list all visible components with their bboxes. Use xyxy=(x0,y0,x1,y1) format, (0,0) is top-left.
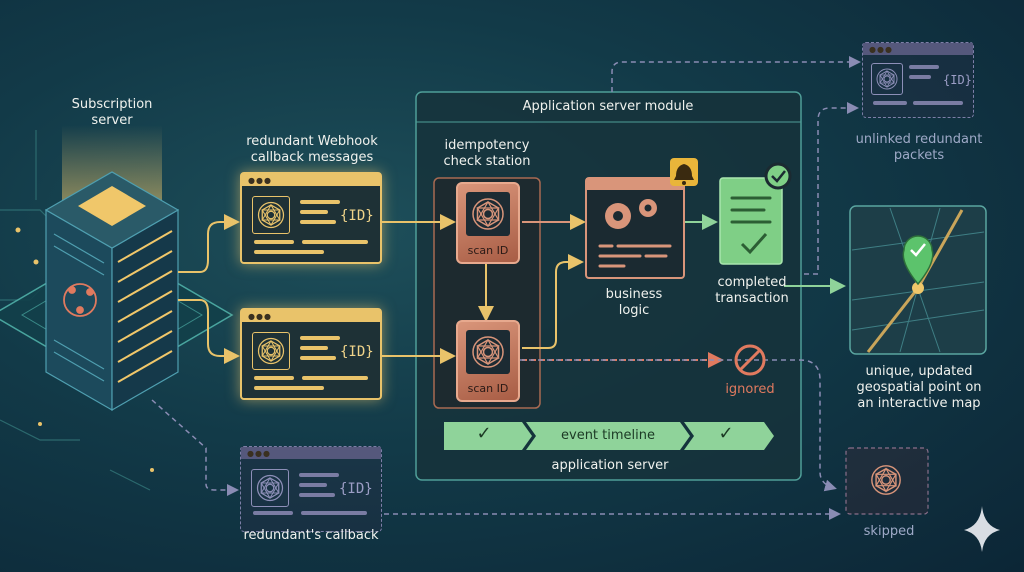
unlinked-packet-card: ●●● {ID} xyxy=(862,42,974,118)
prohibited-icon xyxy=(734,344,766,376)
map-label: unique, updated geospatial point on an i… xyxy=(856,364,982,411)
map-panel xyxy=(849,205,987,355)
webhook-message-card-1: ●●● {ID} xyxy=(240,172,382,264)
checkmark-icon xyxy=(740,233,768,255)
id-text: {ID} xyxy=(943,73,972,87)
completed-document xyxy=(719,162,792,265)
skipped-box xyxy=(845,447,929,515)
timeline-check-1: ✓ xyxy=(476,423,492,444)
module-title: Application server module xyxy=(522,99,694,114)
webhook-messages-label: redundant Webhook callback messages xyxy=(246,134,378,165)
module-footer-label: application server xyxy=(551,458,669,473)
id-text: {ID} xyxy=(339,481,373,497)
business-logic-label: business logic xyxy=(605,287,663,318)
scan-station-2: scan ID xyxy=(456,320,520,402)
server-icon xyxy=(44,171,180,412)
arrow-ignored-to-skipped xyxy=(520,359,837,492)
id-text: {ID} xyxy=(340,344,374,360)
scan-station-1: scan ID xyxy=(456,182,520,264)
check-station-label: idempotency check station xyxy=(443,138,531,169)
completed-transaction-label: completed transaction xyxy=(715,275,789,306)
id-text: {ID} xyxy=(340,208,374,224)
lattice-icon xyxy=(871,63,903,95)
redundant-callback-card: ●●● {ID} xyxy=(240,446,382,532)
lattice-icon xyxy=(251,469,289,507)
sparkle-icon xyxy=(964,506,1000,552)
bell-icon xyxy=(670,158,698,186)
lattice-icon xyxy=(472,198,504,230)
redundant-callback-label: redundant's callback xyxy=(243,528,379,543)
webhook-message-card-2: ●●● {ID} xyxy=(240,308,382,400)
scan-label: scan ID xyxy=(467,382,509,395)
arrow-module-to-unlinked xyxy=(611,56,861,92)
timeline-label: event timeline xyxy=(561,428,655,443)
scan-label: scan ID xyxy=(467,244,509,257)
window-dots-icon: ●●● xyxy=(248,176,272,185)
arrow-server-to-callback xyxy=(151,399,239,496)
timeline-check-2: ✓ xyxy=(718,423,734,444)
business-logic-window xyxy=(585,177,685,279)
lattice-icon xyxy=(472,336,504,368)
api-logo-icon xyxy=(63,283,97,317)
gear-icon xyxy=(605,199,657,229)
window-dots-icon: ●●● xyxy=(247,449,271,458)
event-timeline xyxy=(444,422,774,450)
ignored-label: ignored xyxy=(725,382,775,397)
window-dots-icon: ●●● xyxy=(869,45,893,54)
unlinked-packets-label: unlinked redundant packets xyxy=(855,132,983,163)
window-dots-icon: ●●● xyxy=(248,312,272,321)
arrow-scan2-to-logic xyxy=(522,254,584,349)
skipped-label: skipped xyxy=(863,524,915,539)
lattice-icon xyxy=(252,196,290,234)
subscription-server-label: Subscription server xyxy=(71,97,153,128)
arrow-server-to-msg2 xyxy=(178,299,240,364)
arrow-server-to-msg1 xyxy=(178,214,240,273)
lattice-icon xyxy=(252,332,290,370)
map-pin-icon xyxy=(902,235,934,286)
circuit-nodes xyxy=(15,227,154,472)
